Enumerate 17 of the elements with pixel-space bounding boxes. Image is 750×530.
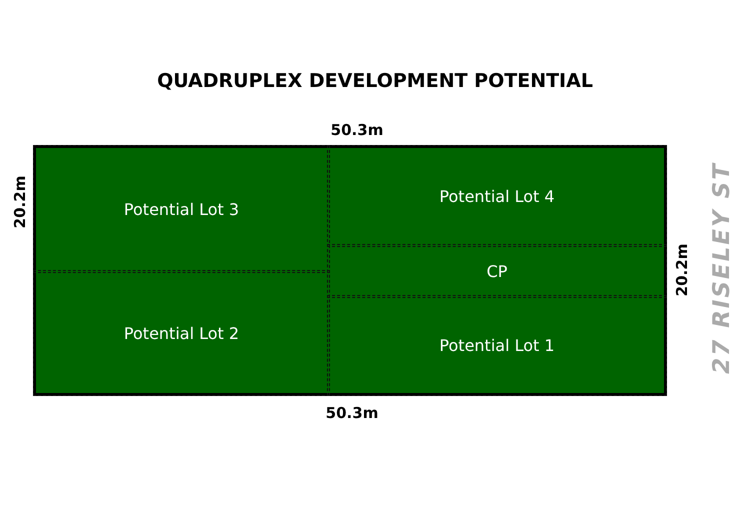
street-name: 27 RISELEY ST	[709, 162, 735, 374]
lot-area	[33, 145, 330, 273]
lot-area	[327, 295, 667, 396]
lot-label: Potential Lot 1	[439, 336, 555, 355]
lot-label: Potential Lot 2	[124, 324, 240, 342]
lot-label: Potential Lot 4	[439, 186, 555, 206]
lot-area	[327, 244, 667, 298]
lot-area	[327, 145, 667, 247]
dimension-label: 20.2m	[11, 176, 29, 228]
lot-label: CP	[486, 262, 508, 280]
title: QUADRUPLEX DEVELOPMENT POTENTIAL	[156, 70, 594, 92]
dimension-label: 50.3m	[326, 404, 378, 422]
lot-label: Potential Lot 3	[124, 200, 240, 218]
dimension-label: 20.2m	[673, 244, 691, 296]
site-boundary	[33, 145, 667, 396]
lot-area	[33, 270, 330, 396]
dimension-label: 50.3m	[330, 121, 384, 139]
